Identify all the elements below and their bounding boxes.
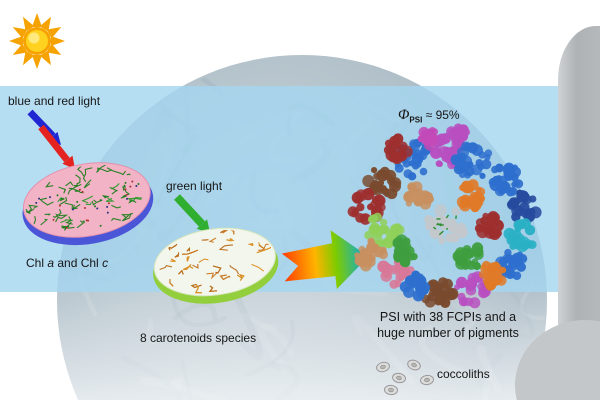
label-blue-red-light: blue and red light	[8, 94, 101, 108]
label-chl-c: c	[102, 256, 109, 270]
label-chl: Chl a and Chl c	[26, 256, 108, 271]
label-chl-mid: and Chl	[54, 256, 103, 270]
carotenoid-disc-icon	[153, 227, 279, 304]
label-psi-caption: PSI with 38 FCPIs and a huge number of p…	[350, 309, 546, 342]
phi-value: ≈ 95%	[422, 108, 460, 122]
phi-subscript: PSI	[409, 115, 423, 125]
chl-disc-icon	[22, 162, 154, 246]
psi-complex-icon	[347, 123, 542, 309]
label-chl-a: a	[47, 256, 55, 270]
psi-caption-line1: PSI with 38 FCPIs and a	[379, 310, 517, 324]
psi-caption-line2: huge number of pigments	[377, 326, 519, 341]
label-green-light: green light	[166, 179, 223, 193]
label-coccoliths: coccoliths	[437, 367, 490, 381]
label-carotenoids: 8 carotenoids species	[140, 331, 257, 345]
phi-symbol: Φ	[398, 107, 410, 123]
red-arrow-icon	[38, 124, 75, 169]
rainbow-arrow-icon	[281, 230, 369, 290]
coccolith-icons	[376, 359, 434, 396]
label-chl-prefix: Chl	[26, 256, 48, 270]
green-arrow-icon	[174, 194, 210, 233]
sun-icon	[9, 13, 65, 69]
label-phi-psi: ΦPSI ≈ 95%	[398, 106, 460, 125]
